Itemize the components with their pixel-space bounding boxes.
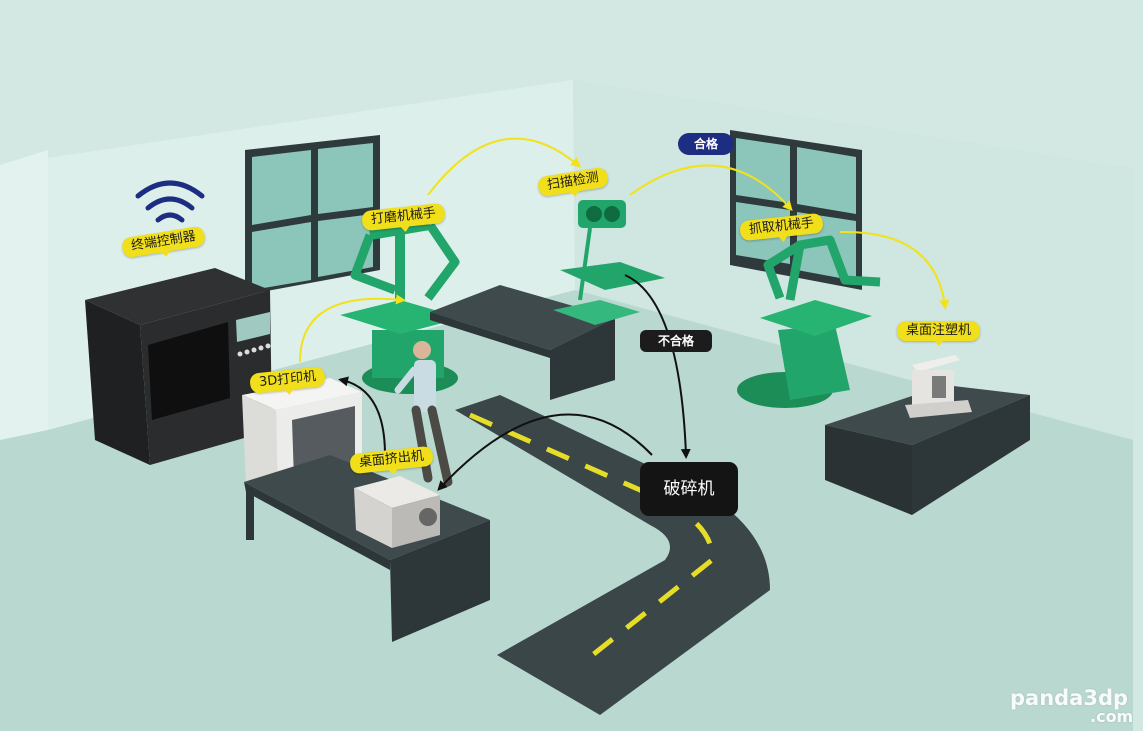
crusher-machine: 破碎机 [640,462,738,516]
status-fail-badge: 不合格 [640,330,712,352]
watermark-suffix: .com [1090,707,1133,726]
status-pass-badge: 合格 [678,133,734,155]
label-desktop-injection: 桌面注塑机 [897,321,980,341]
left-wall-edge [0,150,48,440]
